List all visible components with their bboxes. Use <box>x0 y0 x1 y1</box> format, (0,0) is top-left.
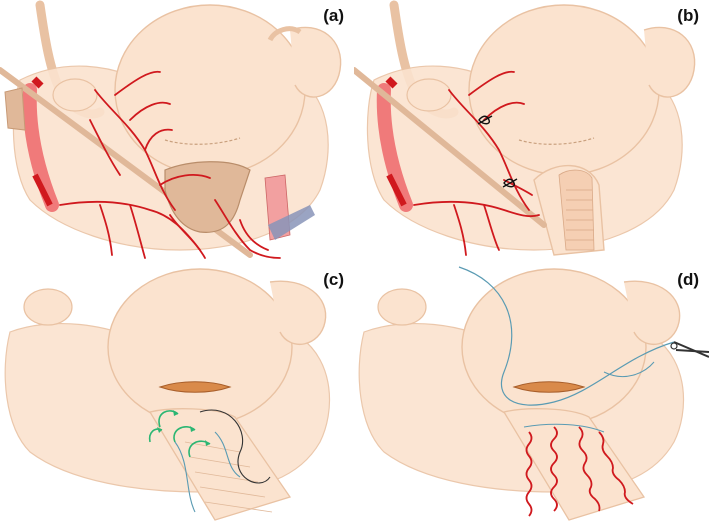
panel-a: (a) <box>0 0 354 262</box>
left-ovary <box>52 78 98 112</box>
retractor-blade <box>4 87 26 131</box>
incision-scar <box>164 137 241 145</box>
panel-label: (c) <box>323 270 344 289</box>
panel-b: (b) <box>354 0 709 262</box>
right-ovary <box>289 26 342 98</box>
suture-cross <box>523 423 605 433</box>
suture-blue-2 <box>214 431 241 478</box>
vein-bundle <box>268 205 315 240</box>
right-tube <box>267 26 302 42</box>
panel-d: (d) <box>354 262 709 523</box>
artery-cut-end <box>385 76 398 89</box>
uterine-incision <box>512 381 586 393</box>
uterine-incision <box>158 381 232 393</box>
compression-suture <box>458 266 675 406</box>
panel-c-illustration <box>4 268 331 521</box>
artery-cut-end <box>31 76 44 89</box>
suture-tail <box>603 361 655 377</box>
right-ovary <box>623 280 681 345</box>
suture-dark <box>199 409 271 484</box>
panel-label: (d) <box>677 270 699 289</box>
panel-d-illustration <box>358 266 709 521</box>
tortuous-vessels <box>525 426 634 517</box>
right-ovary <box>643 26 696 98</box>
artery-stump <box>386 173 407 207</box>
arrow-heads <box>157 410 210 446</box>
left-ovary <box>377 288 427 326</box>
iliac-artery <box>376 83 413 212</box>
panel-label: (b) <box>677 6 699 25</box>
incision-scar <box>518 137 595 145</box>
panel-c: (c) <box>0 262 354 523</box>
iliac-artery <box>22 83 59 212</box>
segment-rugae <box>184 441 273 513</box>
panel-a-illustration <box>0 0 342 259</box>
panel-b-illustration <box>354 0 696 256</box>
left-ovary <box>23 288 73 326</box>
ligature-knots <box>477 115 518 188</box>
right-ovary <box>269 280 327 345</box>
panel-label: (a) <box>323 6 344 25</box>
uterine-arteries <box>59 70 281 259</box>
scissors-icon <box>670 341 709 358</box>
left-ovary <box>406 78 452 112</box>
uterus-body <box>468 4 660 176</box>
retractor-rod <box>354 67 547 228</box>
artery-stump <box>32 173 53 207</box>
uterus-body <box>107 268 293 426</box>
canal-rugae <box>566 189 594 241</box>
lower-segment <box>502 408 646 521</box>
suture-blue <box>174 441 196 513</box>
cervical-cup <box>164 161 251 233</box>
